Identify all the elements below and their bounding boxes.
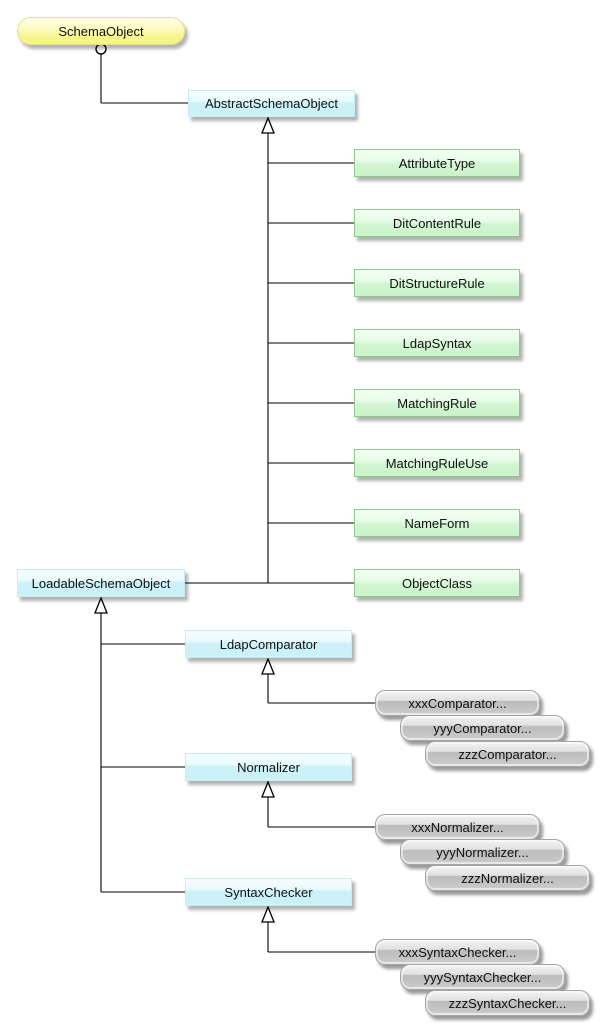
node-dit-content-rule: DitContentRule [354,209,520,237]
generalization-arrow-icon [261,116,275,134]
node-yyy-normalizer: yyyNormalizer... [400,839,565,865]
generalization-arrow-icon [261,780,275,798]
node-xxx-comparator: xxxComparator... [375,690,540,716]
node-zzz-normalizer: zzzNormalizer... [425,865,590,891]
edge-xxxsyntaxchecker-syntaxchecker [261,905,375,953]
node-normalizer: Normalizer [185,753,352,781]
generalization-arrow-icon [94,596,108,614]
node-yyy-syntax-checker: yyySyntaxChecker... [400,964,565,990]
edge-trunk-abstractschemaobject [185,116,354,584]
edge-xxxcomparator-ldapcomparator [261,657,375,704]
node-syntax-checker: SyntaxChecker [185,878,352,906]
node-xxx-syntax-checker: xxxSyntaxChecker... [375,939,540,965]
generalization-arrow-icon [261,657,275,675]
node-xxx-normalizer: xxxNormalizer... [375,814,540,840]
edge-xxxnormalizer-normalizer [261,780,375,828]
node-matching-rule: MatchingRule [354,389,520,417]
node-attribute-type: AttributeType [354,149,520,177]
node-schema-object: SchemaObject [17,17,185,45]
node-matching-rule-use: MatchingRuleUse [354,449,520,477]
node-yyy-comparator: yyyComparator... [400,715,565,741]
node-loadable-schema-object: LoadableSchemaObject [17,569,185,597]
node-abstract-schema-object: AbstractSchemaObject [188,90,355,117]
node-zzz-comparator: zzzComparator... [425,741,590,767]
node-dit-structure-rule: DitStructureRule [354,269,520,297]
node-object-class: ObjectClass [354,569,520,597]
edge-abstractschemaobject-schemaobject [95,43,188,104]
node-ldap-syntax: LdapSyntax [354,329,520,357]
node-name-form: NameForm [354,509,520,537]
edge-trunk-loadableschemaobject [94,596,185,893]
interface-lollipop-icon [95,43,107,55]
generalization-arrow-icon [261,905,275,923]
node-ldap-comparator: LdapComparator [185,630,352,658]
node-zzz-syntax-checker: zzzSyntaxChecker... [425,990,590,1016]
